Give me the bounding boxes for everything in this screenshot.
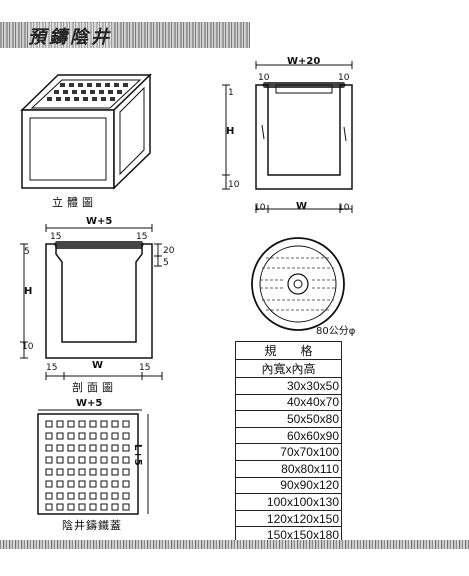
- section-caption: 剖面圖: [72, 381, 117, 394]
- front-base-width: W: [296, 201, 308, 212]
- front-bottom-label: 10: [228, 180, 240, 190]
- front-top-width: W+20: [287, 56, 321, 67]
- spec-row: 100x100x130: [235, 493, 342, 511]
- spec-row: 40x40x70: [235, 393, 342, 412]
- front-view-drawing: [222, 61, 353, 213]
- spec-table: 規 格 內寬x內高 30x30x50 40x40x70 50x50x80 60x…: [235, 341, 342, 544]
- section-base-width: W: [92, 360, 104, 371]
- cover-plan-drawing: [37, 409, 149, 515]
- section-top-left: 15: [50, 232, 62, 242]
- spec-row: 120x120x150: [235, 509, 342, 528]
- spec-row: 60x60x90: [235, 426, 342, 445]
- spec-row: 50x50x80: [235, 410, 342, 428]
- front-top-dim: 1: [228, 88, 234, 98]
- spec-row: 70x70x100: [235, 443, 342, 461]
- section-right-dim-2: 5: [163, 258, 169, 268]
- spec-row: 150x150x180: [235, 526, 342, 544]
- spec-row: 30x30x50: [235, 377, 342, 395]
- section-base-dimension: [45, 372, 163, 380]
- spec-row: 80x80x110: [235, 459, 342, 478]
- front-base-right: 10: [338, 203, 350, 213]
- page-title: 預鑄陰井: [28, 23, 112, 49]
- header-banner: [0, 22, 250, 48]
- spec-header-2: 內寬x內高: [235, 359, 342, 378]
- cover-width-label: W+5: [76, 398, 103, 409]
- section-base-right: 15: [139, 363, 151, 373]
- section-top-right: 15: [136, 232, 148, 242]
- round-cover-label: 80公分φ: [316, 326, 356, 337]
- cover-side-label: L+5: [132, 444, 143, 466]
- section-left-dim: 5: [24, 247, 30, 257]
- front-height-label: H: [226, 126, 235, 137]
- section-bottom-label: 10: [22, 342, 34, 352]
- section-view-drawing: [20, 224, 162, 359]
- spec-header-1: 規 格: [235, 341, 342, 360]
- section-top-width: W+5: [86, 216, 113, 227]
- cover-caption: 陰井鑄鐵蓋: [62, 519, 122, 532]
- front-base-left: 10: [254, 203, 266, 213]
- iso-caption: 立體圖: [52, 196, 97, 209]
- isometric-drawing: [20, 73, 152, 190]
- spec-row: 90x90x120: [235, 476, 342, 495]
- section-right-dim-1: 20: [163, 246, 175, 256]
- round-cover-drawing: [251, 237, 345, 331]
- front-margin-right: 10: [338, 73, 350, 83]
- section-base-left: 15: [46, 363, 58, 373]
- front-margin-left: 10: [258, 73, 270, 83]
- bottom-band: [0, 540, 469, 549]
- section-height-label: H: [24, 286, 33, 297]
